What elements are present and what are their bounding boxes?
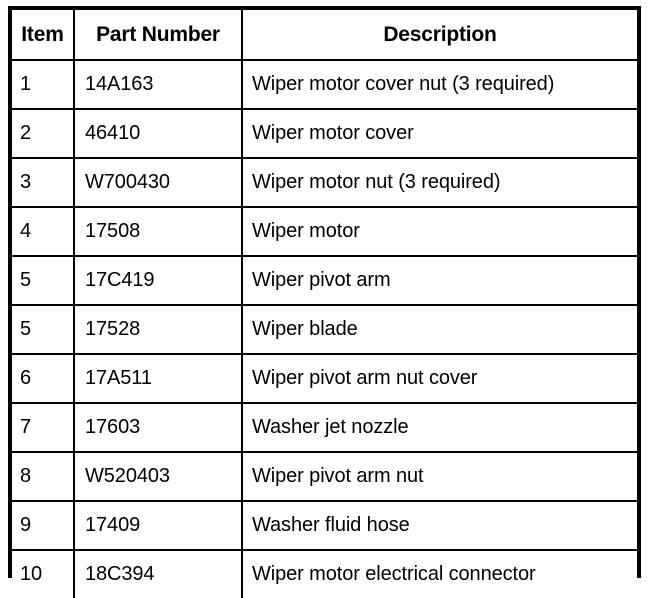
table-row: 1 14A163 Wiper motor cover nut (3 requir… xyxy=(12,60,637,110)
cell-description: Wiper blade xyxy=(242,305,637,355)
header-row: Item Part Number Description xyxy=(12,10,637,61)
cell-item: 6 xyxy=(12,354,75,404)
cell-description: Wiper motor cover nut (3 required) xyxy=(242,60,637,110)
cell-description: Wiper pivot arm nut xyxy=(242,452,637,502)
cell-item: 9 xyxy=(12,501,75,551)
parts-table-grid: Item Part Number Description 1 14A163 Wi… xyxy=(12,10,637,598)
column-header-part-number: Part Number xyxy=(74,10,243,61)
column-header-description: Description xyxy=(242,10,637,61)
cell-item: 8 xyxy=(12,452,75,502)
cell-description: Wiper motor electrical connector xyxy=(242,550,637,598)
table-row: 6 17A511 Wiper pivot arm nut cover xyxy=(12,354,637,404)
table-row: 3 W700430 Wiper motor nut (3 required) xyxy=(12,158,637,208)
cell-part-number: 17528 xyxy=(74,305,243,355)
cell-part-number: 14A163 xyxy=(74,60,243,110)
table-row: 10 18C394 Wiper motor electrical connect… xyxy=(12,550,637,598)
cell-item: 4 xyxy=(12,207,75,257)
cell-item: 2 xyxy=(12,109,75,159)
cell-description: Wiper motor xyxy=(242,207,637,257)
table-header: Item Part Number Description xyxy=(12,10,637,61)
table-body: 1 14A163 Wiper motor cover nut (3 requir… xyxy=(12,60,637,598)
column-header-item: Item xyxy=(12,10,75,61)
cell-part-number: 18C394 xyxy=(74,550,243,598)
cell-item: 5 xyxy=(12,305,75,355)
parts-list-table: Item Part Number Description 1 14A163 Wi… xyxy=(8,6,641,598)
table-row: 4 17508 Wiper motor xyxy=(12,207,637,257)
cell-description: Washer jet nozzle xyxy=(242,403,637,453)
table-row: 8 W520403 Wiper pivot arm nut xyxy=(12,452,637,502)
cell-part-number: W520403 xyxy=(74,452,243,502)
cell-part-number: W700430 xyxy=(74,158,243,208)
cell-part-number: 17603 xyxy=(74,403,243,453)
cell-description: Wiper motor nut (3 required) xyxy=(242,158,637,208)
cell-part-number: 17508 xyxy=(74,207,243,257)
cell-part-number: 17409 xyxy=(74,501,243,551)
cell-part-number: 46410 xyxy=(74,109,243,159)
cell-part-number: 17A511 xyxy=(74,354,243,404)
table-row: 7 17603 Washer jet nozzle xyxy=(12,403,637,453)
cell-item: 5 xyxy=(12,256,75,306)
table-row: 5 17C419 Wiper pivot arm xyxy=(12,256,637,306)
cell-item: 7 xyxy=(12,403,75,453)
cell-item: 10 xyxy=(12,550,75,598)
cell-description: Wiper motor cover xyxy=(242,109,637,159)
cell-part-number: 17C419 xyxy=(74,256,243,306)
table-row: 9 17409 Washer fluid hose xyxy=(12,501,637,551)
table-row: 2 46410 Wiper motor cover xyxy=(12,109,637,159)
cell-item: 3 xyxy=(12,158,75,208)
cell-description: Washer fluid hose xyxy=(242,501,637,551)
cell-description: Wiper pivot arm xyxy=(242,256,637,306)
table-row: 5 17528 Wiper blade xyxy=(12,305,637,355)
cell-description: Wiper pivot arm nut cover xyxy=(242,354,637,404)
cell-item: 1 xyxy=(12,60,75,110)
